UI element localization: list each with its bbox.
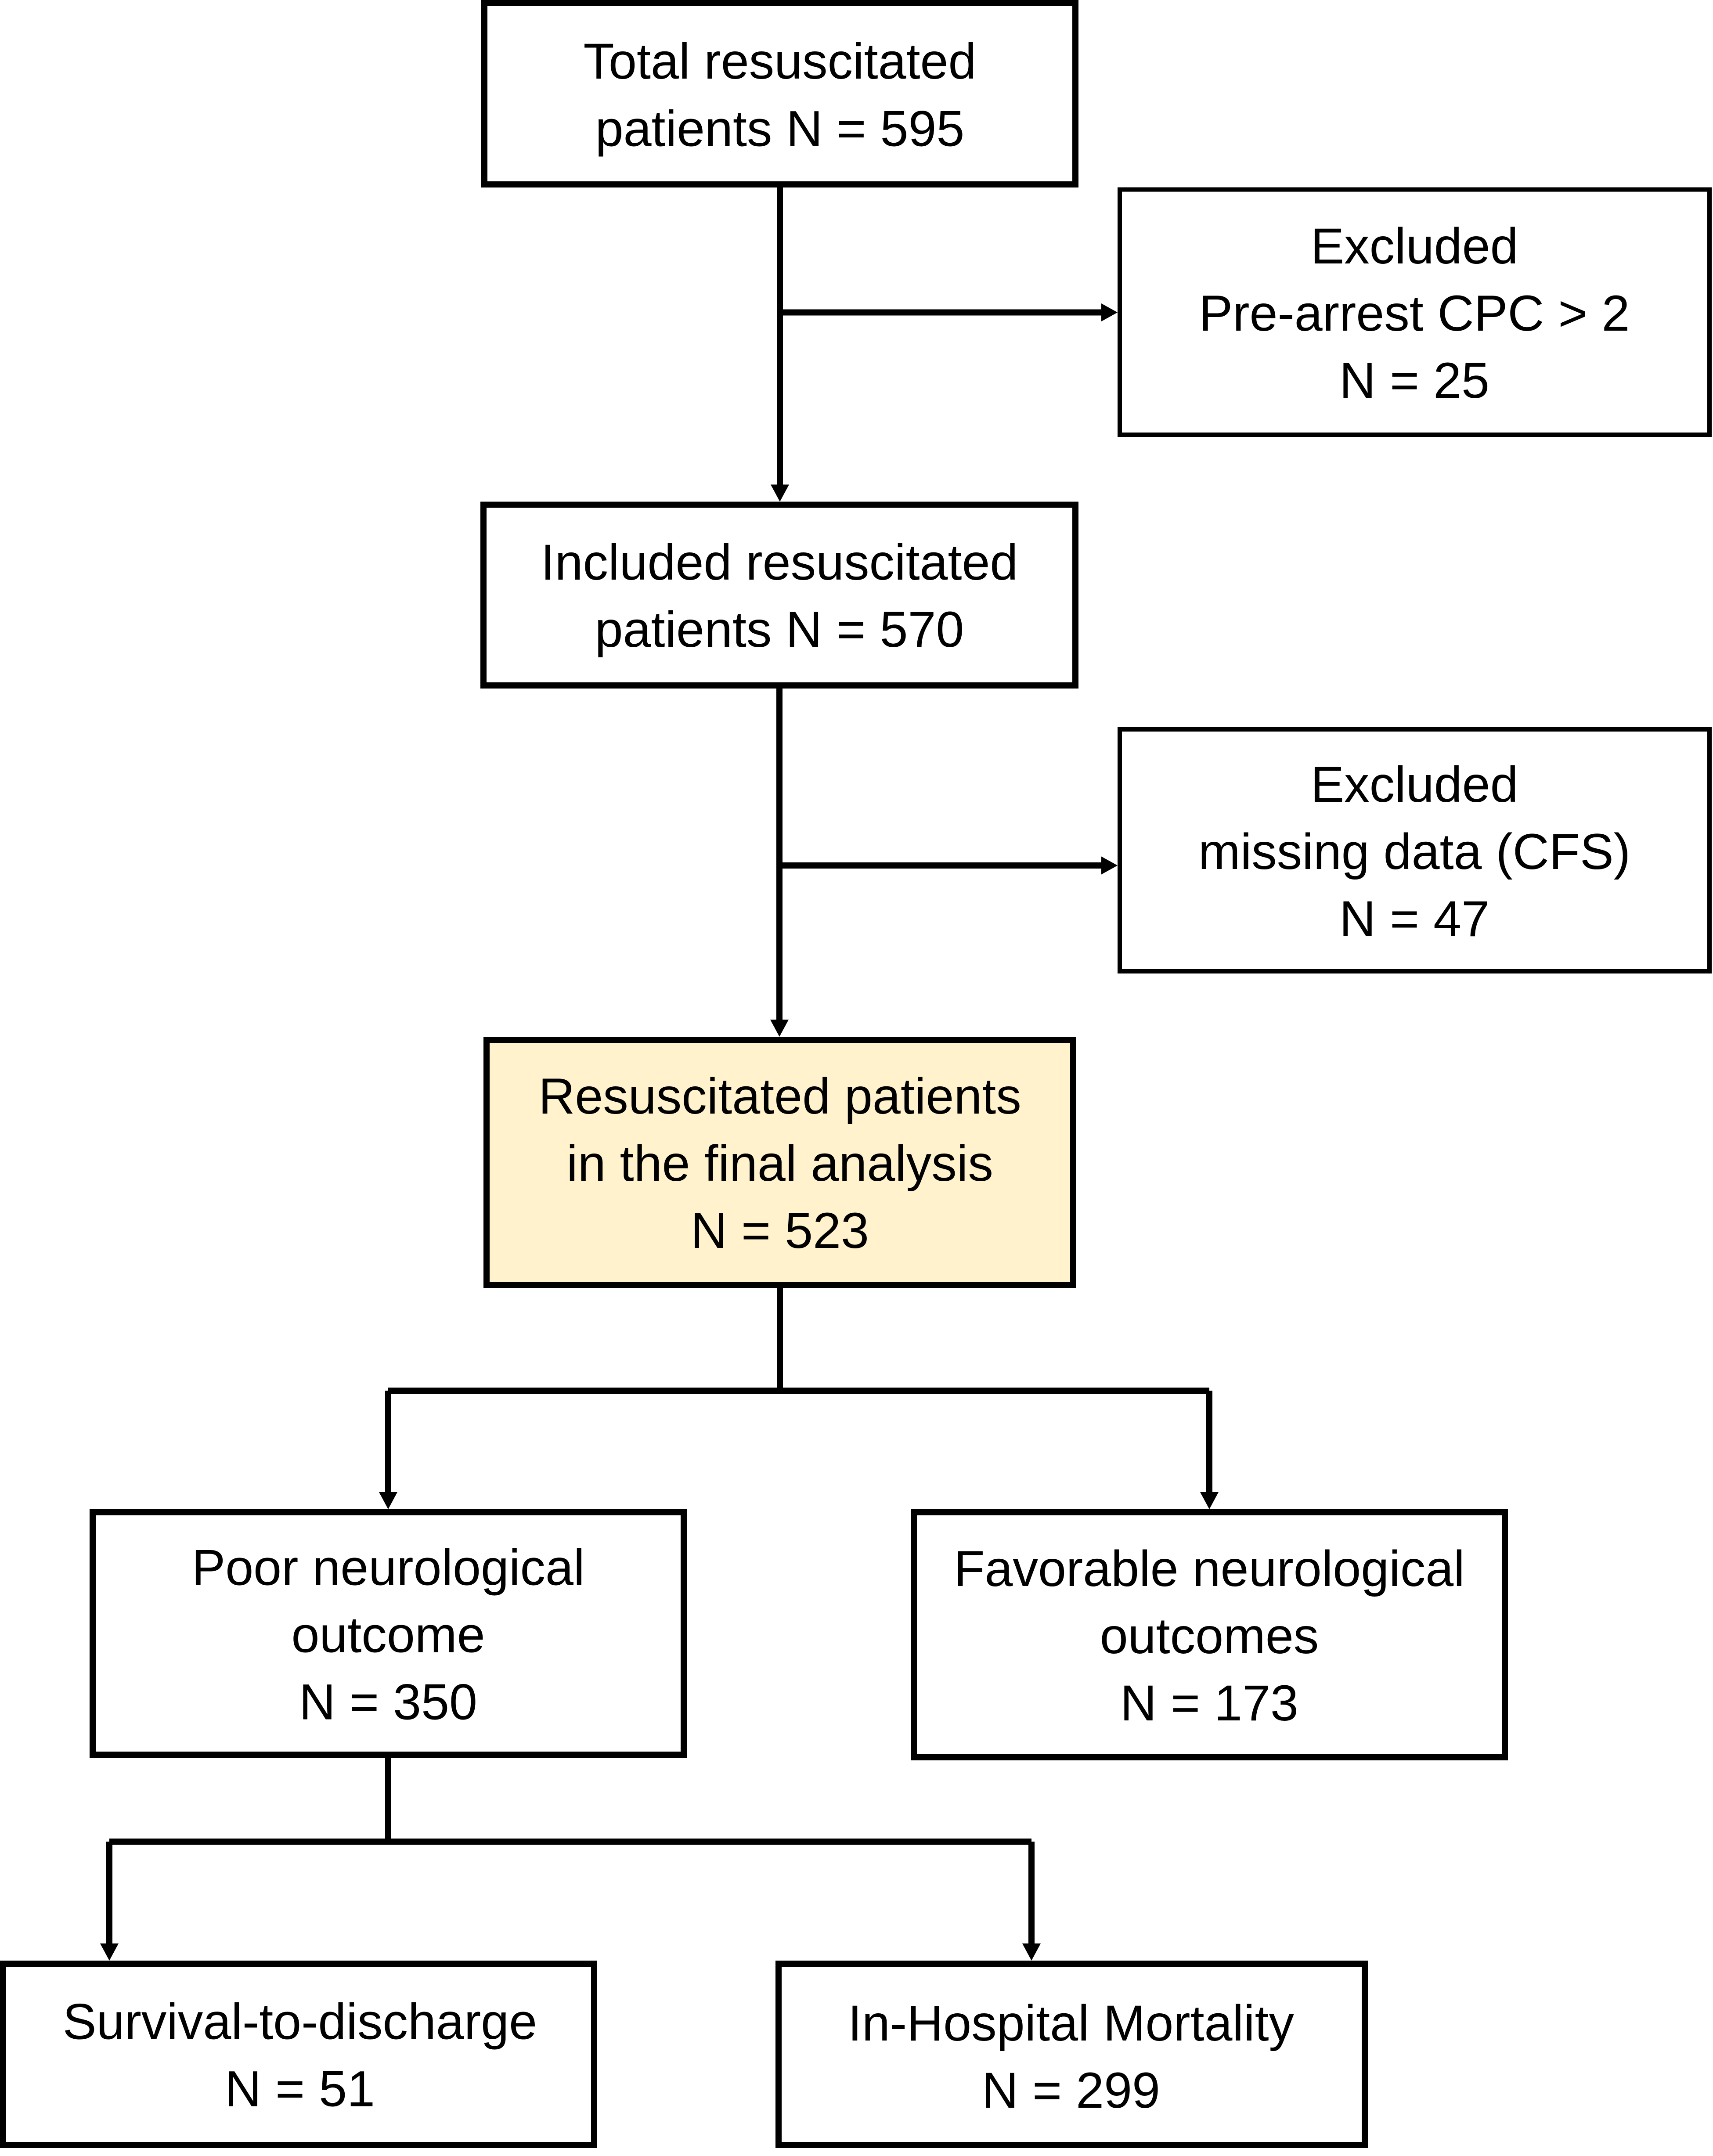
svg-text:Total resuscitated: Total resuscitated	[584, 33, 977, 90]
svg-text:N = 523: N = 523	[691, 1203, 869, 1259]
svg-text:N = 47: N = 47	[1339, 891, 1489, 947]
svg-text:Excluded: Excluded	[1310, 218, 1518, 274]
svg-text:missing data (CFS): missing data (CFS)	[1198, 824, 1630, 880]
svg-text:patients N = 595: patients N = 595	[595, 101, 965, 157]
svg-text:outcomes: outcomes	[1100, 1608, 1319, 1664]
svg-text:N = 299: N = 299	[982, 2062, 1160, 2119]
svg-text:Favorable neurological: Favorable neurological	[954, 1541, 1464, 1597]
svg-text:Excluded: Excluded	[1310, 757, 1518, 813]
svg-text:outcome: outcome	[291, 1607, 485, 1663]
svg-text:Resuscitated patients: Resuscitated patients	[538, 1068, 1021, 1125]
svg-text:N = 173: N = 173	[1120, 1675, 1298, 1731]
svg-text:In-Hospital Mortality: In-Hospital Mortality	[848, 1995, 1295, 2051]
svg-text:patients N = 570: patients N = 570	[595, 602, 964, 658]
svg-text:Pre-arrest CPC > 2: Pre-arrest CPC > 2	[1199, 285, 1630, 342]
svg-text:Included resuscitated: Included resuscitated	[541, 534, 1018, 591]
svg-text:N = 25: N = 25	[1339, 353, 1489, 409]
svg-text:in the final analysis: in the final analysis	[566, 1136, 993, 1192]
svg-text:Survival-to-discharge: Survival-to-discharge	[63, 1994, 537, 2050]
svg-text:N = 51: N = 51	[225, 2061, 375, 2117]
svg-text:N = 350: N = 350	[299, 1674, 477, 1731]
svg-text:Poor neurological: Poor neurological	[191, 1540, 584, 1596]
